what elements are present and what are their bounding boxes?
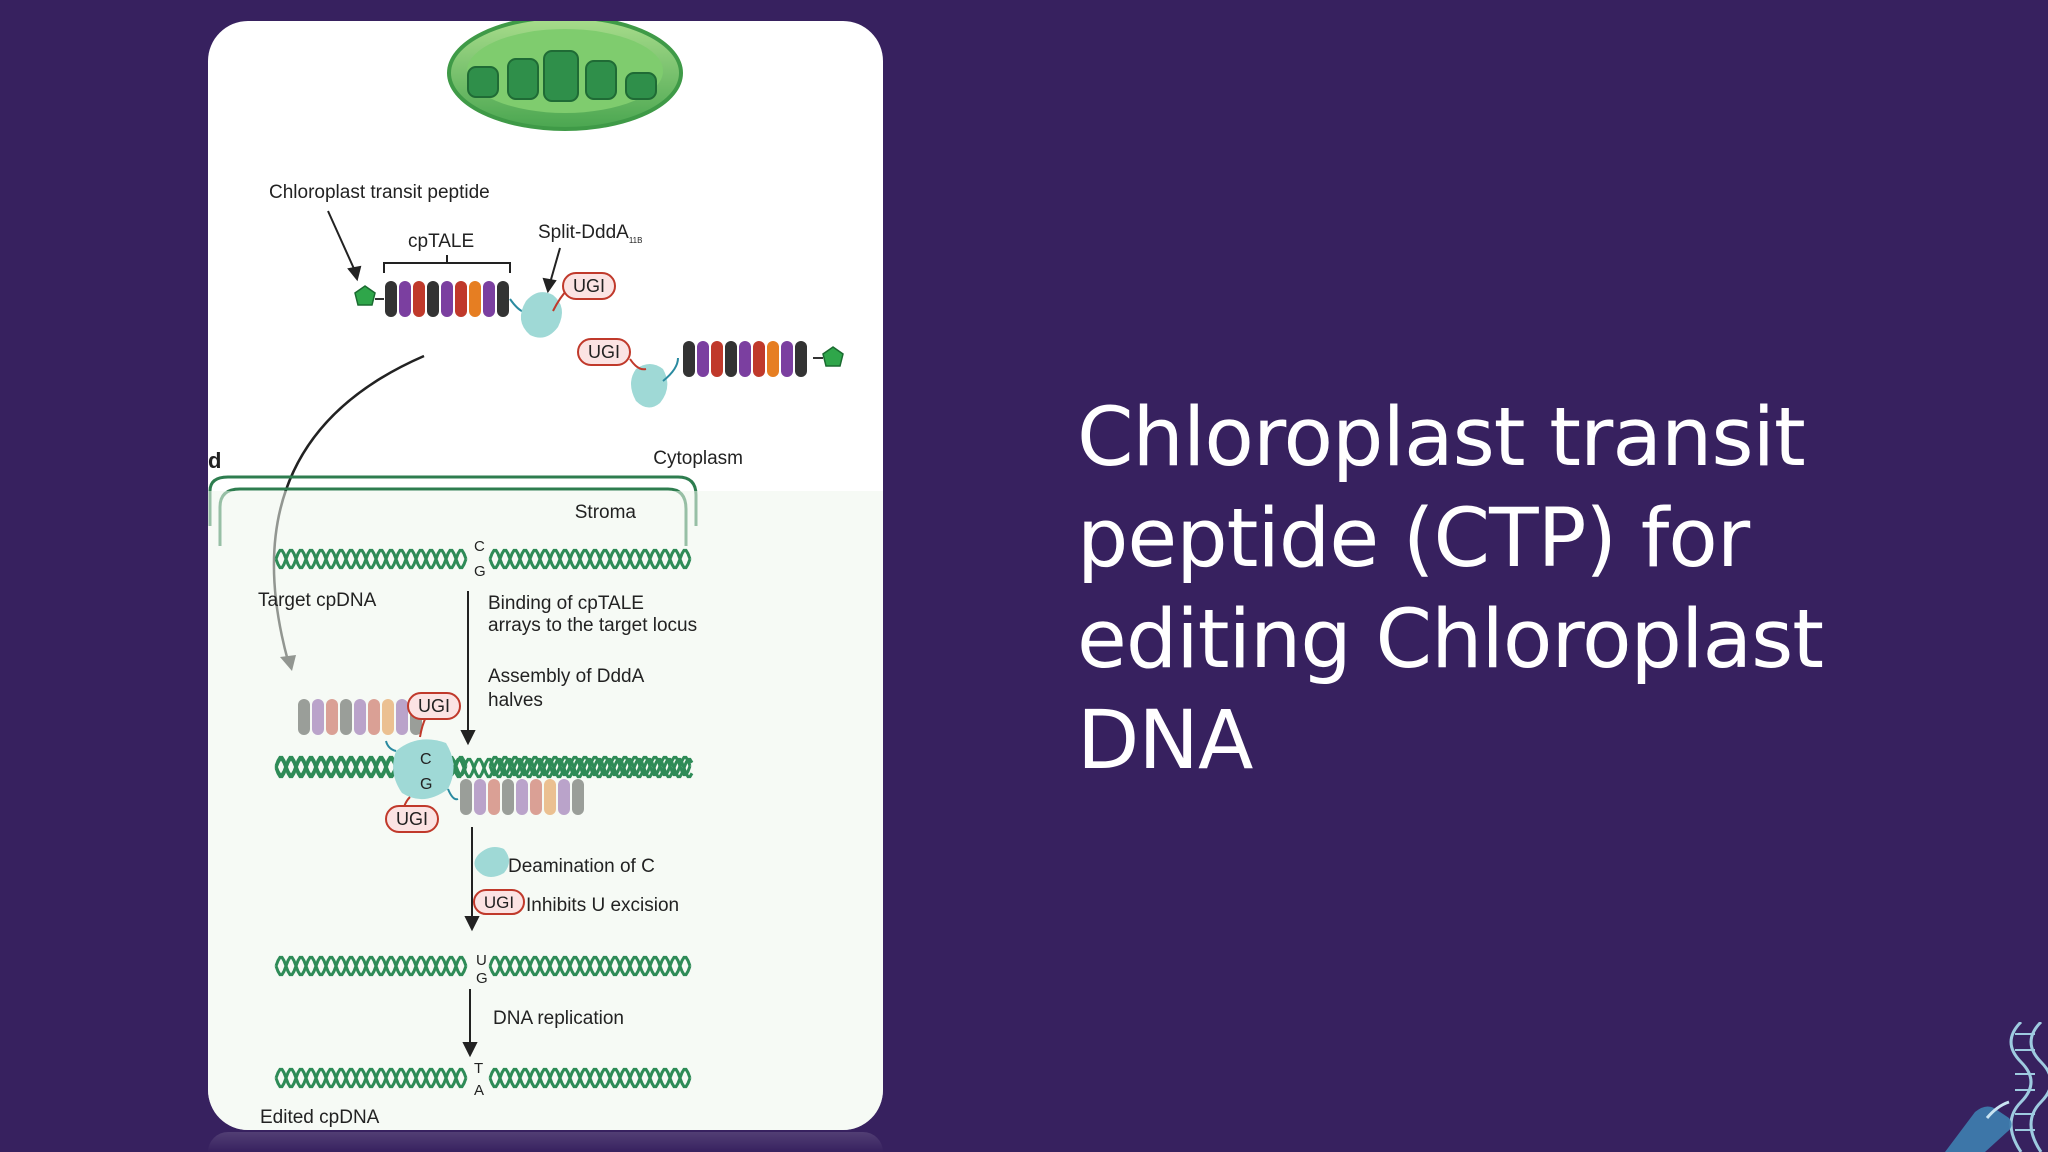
base-t: T [474, 1060, 483, 1077]
step-assembly-line1: Assembly of DddA [488, 666, 645, 687]
base-g-target: G [474, 563, 486, 580]
tale-repeat [385, 281, 397, 317]
tale-repeat [399, 281, 411, 317]
ugi-badge-top-2: UGI [577, 338, 631, 366]
ctp-pentagon-1 [354, 285, 376, 306]
tale-repeat [441, 281, 453, 317]
step-binding-line2: arrays to the target locus [488, 615, 697, 636]
dna-strand [274, 1067, 468, 1089]
dna-strand [274, 757, 398, 779]
step-inhibits: Inhibits U excision [526, 895, 679, 916]
tale-repeat [711, 341, 723, 377]
tale-repeat [427, 281, 439, 317]
svg-text:UGI: UGI [396, 809, 428, 829]
base-c-bound: C [420, 751, 432, 768]
svg-text:UGI: UGI [484, 893, 514, 912]
title-line-1: Chloroplast transit [1077, 391, 1806, 485]
tale-repeat [753, 341, 765, 377]
cptale-label: cpTALE [408, 231, 474, 252]
dna-strand [274, 955, 468, 977]
panel-letter: d [208, 448, 221, 473]
dna-helices [274, 548, 694, 1089]
base-a: A [474, 1082, 484, 1099]
tale-repeat [697, 341, 709, 377]
dna-strand [452, 757, 694, 779]
ugi-badge-bound-1: UGI [407, 692, 461, 720]
ctp-pentagon-2 [822, 346, 844, 367]
dna-strand [488, 548, 692, 570]
tale-repeat [725, 341, 737, 377]
ddda-chloroplast-editing-diagram: Chloroplast transit peptide cpTALE Split… [208, 21, 883, 1130]
tale-repeat [497, 281, 509, 317]
base-u: U [476, 952, 487, 969]
tale-repeat [739, 341, 751, 377]
step-binding-line1: Binding of cpTALE [488, 593, 644, 614]
dna-hand-logo-icon [1945, 1022, 2048, 1152]
ddda-half-top [520, 292, 562, 338]
tale-repeat [683, 341, 695, 377]
svg-text:UGI: UGI [588, 342, 620, 362]
ugi-badge-top-1: UGI [562, 272, 616, 300]
dna-strand [274, 548, 468, 570]
step-assembly-line2: halves [488, 690, 543, 711]
dna-strand [274, 1067, 468, 1089]
target-cpdna-label: Target cpDNA [258, 590, 377, 611]
base-c-target: C [474, 538, 485, 555]
tale-repeat [781, 341, 793, 377]
tale-repeat [483, 281, 495, 317]
tale-repeat [767, 341, 779, 377]
stroma-label: Stroma [575, 502, 637, 523]
ddda-legend-icon [474, 847, 509, 877]
cytoplasm-label: Cytoplasm [653, 448, 743, 469]
ugi-legend-badge: UGI [473, 889, 525, 915]
title-line-2: peptide (CTP) for [1077, 492, 1750, 586]
chloroplast-outer-membrane [208, 475, 698, 526]
dna-strand [274, 955, 468, 977]
chloroplast-illustration [447, 21, 683, 131]
dna-strand [488, 1067, 692, 1089]
slide-title: Chloroplast transit peptide (CTP) for ed… [1077, 388, 1897, 792]
step-deamination: Deamination of C [508, 856, 655, 877]
tale-repeat [413, 281, 425, 317]
split-ddda-label: Split-DddA11B [538, 222, 642, 245]
svg-text:UGI: UGI [418, 696, 450, 716]
tale-repeat [469, 281, 481, 317]
svg-text:UGI: UGI [573, 276, 605, 296]
dna-strand [274, 548, 468, 570]
title-line-3: editing Chloroplast [1077, 593, 1824, 687]
ddda-assembled [393, 739, 454, 800]
cptale-array-right [683, 341, 807, 377]
dna-strand [488, 955, 692, 977]
step-replication: DNA replication [493, 1008, 624, 1029]
card-reflection [208, 1132, 883, 1152]
tale-repeat [455, 281, 467, 317]
diagram-card: Chloroplast transit peptide cpTALE Split… [208, 21, 883, 1130]
base-g-bound: G [420, 776, 432, 793]
ddda-half-right [631, 364, 668, 408]
title-line-4: DNA [1077, 694, 1253, 788]
tale-repeat [795, 341, 807, 377]
ctp-label: Chloroplast transit peptide [269, 182, 490, 203]
base-g-edited: G [476, 970, 488, 987]
ugi-badge-bound-2: UGI [385, 805, 439, 833]
cptale-array-top [385, 281, 509, 317]
edited-cpdna-label: Edited cpDNA [260, 1107, 380, 1128]
